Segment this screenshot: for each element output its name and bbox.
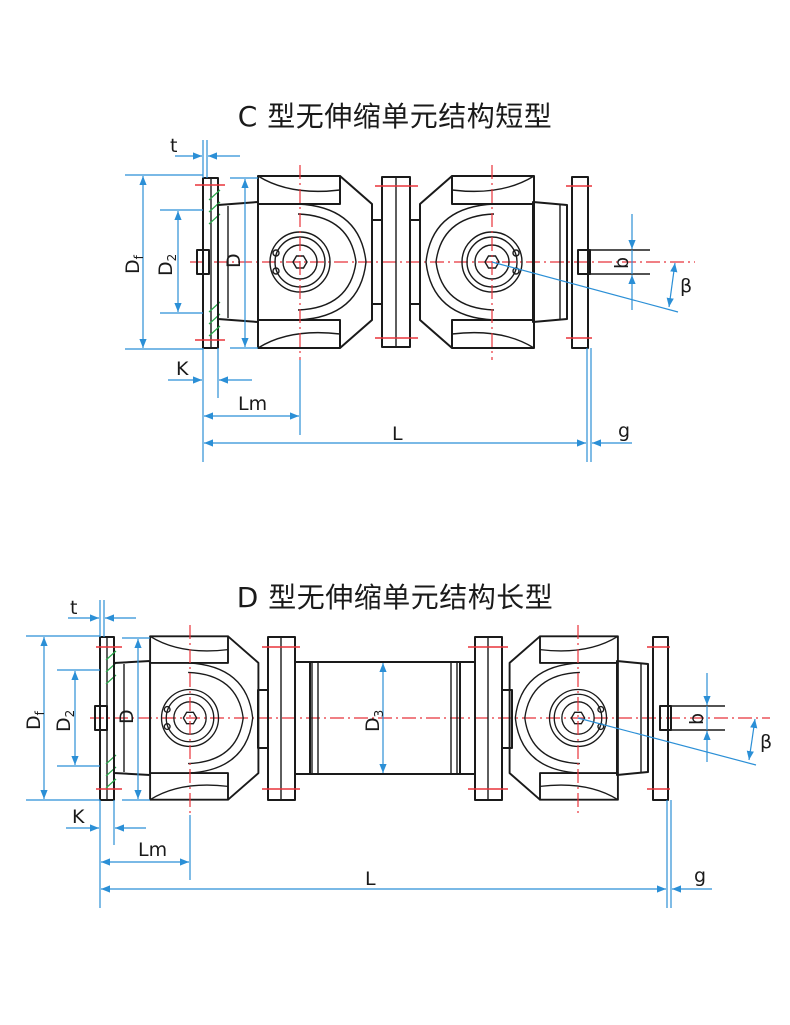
- label-c-d: D: [223, 253, 245, 268]
- label-d-df: Df: [23, 710, 47, 730]
- label-c-beta: β: [680, 275, 692, 297]
- label-d-b: b: [686, 713, 708, 725]
- label-c-lm: Lm: [238, 393, 267, 415]
- label-d-k: K: [72, 806, 85, 828]
- label-d-d2: D2: [53, 710, 77, 732]
- label-d-beta: β: [760, 731, 772, 753]
- label-d-d3: D3: [362, 710, 386, 732]
- diagram-d: t Df D2 D D3 K Lm: [23, 597, 772, 908]
- label-c-t: t: [170, 135, 177, 157]
- label-c-g: g: [618, 420, 630, 442]
- diagram-d-title: D 型无伸缩单元结构长型: [236, 581, 554, 614]
- diagram-c: t Df D2 D K Lm L: [122, 135, 695, 462]
- label-c-d2: D2: [155, 254, 179, 276]
- label-d-lm: Lm: [138, 839, 167, 861]
- label-d-d: D: [116, 709, 138, 724]
- label-d-l: L: [365, 868, 376, 890]
- label-c-b: b: [611, 257, 633, 269]
- label-c-k: K: [176, 358, 189, 380]
- label-c-df: Df: [122, 254, 146, 274]
- label-d-t: t: [70, 597, 77, 619]
- diagram-c-title: C 型无伸缩单元结构短型: [237, 100, 553, 133]
- label-c-l: L: [392, 423, 403, 445]
- label-d-g: g: [694, 865, 706, 887]
